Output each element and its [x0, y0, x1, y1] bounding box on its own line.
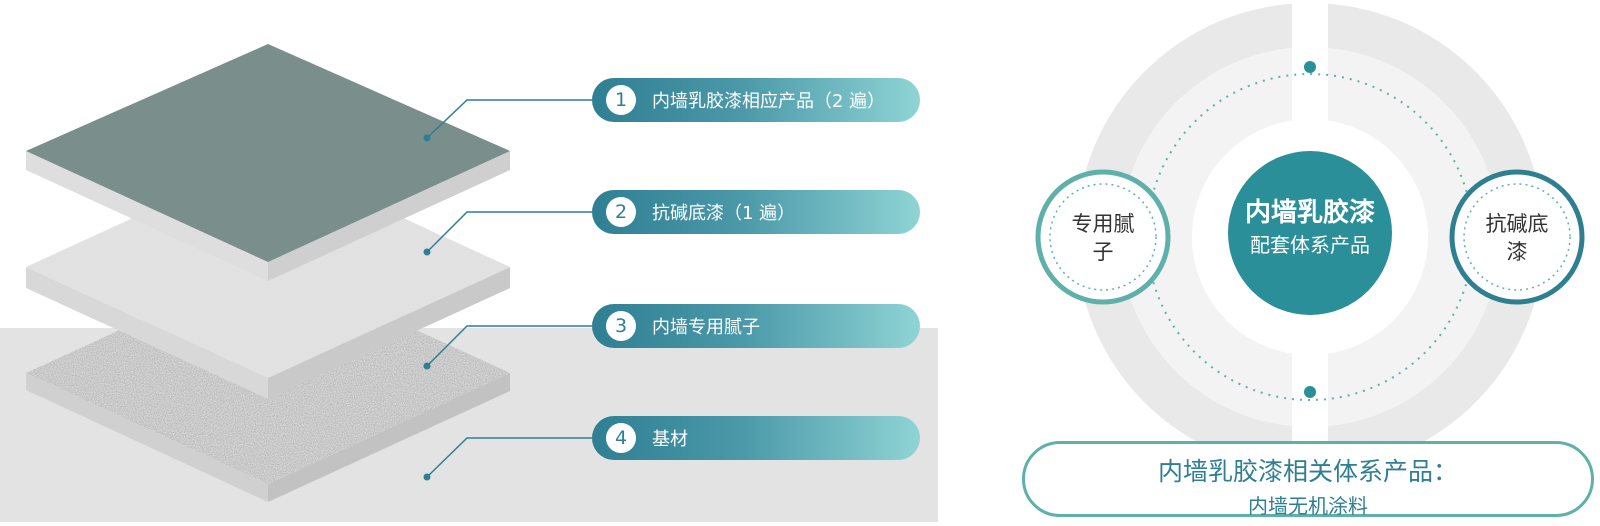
leader-line-4 [426, 437, 592, 478]
layer-pill-4: 4 基材 [592, 416, 920, 460]
slab-topcoat [26, 44, 510, 281]
layer-pill-3: 3 内墙专用腻子 [592, 304, 920, 348]
right-node-inner [1463, 183, 1571, 291]
related-products-item: 内墙无机涂料 [1248, 494, 1368, 518]
layer-pill-2: 2 抗碱底漆（1 遍） [592, 190, 920, 234]
left-node-inner [1049, 183, 1157, 291]
layer-label-1: 内墙乳胶漆相应产品（2 遍） [652, 91, 886, 112]
leader-line-2 [426, 211, 592, 253]
bottom-gap [1292, 345, 1328, 455]
layer-number-3: 3 [606, 311, 636, 341]
leader-dot-1 [423, 134, 431, 142]
related-products-title: 内墙乳胶漆相关体系产品： [1157, 457, 1458, 486]
orbit-dot-top [1304, 61, 1316, 73]
leader-dots [423, 134, 431, 481]
layer-number-2: 2 [606, 197, 636, 227]
leader-lines [426, 99, 592, 478]
layer-label-2: 抗碱底漆（1 遍） [652, 203, 796, 224]
left-node-label: 专用腻子 [1071, 212, 1135, 264]
leader-dot-4 [423, 473, 431, 481]
leader-dot-3 [423, 362, 431, 370]
orbit-dot-bottom [1304, 386, 1316, 398]
layer-pill-1: 1 内墙乳胶漆相应产品（2 遍） [592, 78, 920, 122]
left-node-circle [1035, 169, 1171, 305]
layer-number-1: 1 [606, 85, 636, 115]
leader-line-1 [426, 99, 592, 139]
center-subtitle: 配套体系产品 [1250, 233, 1370, 257]
center-circle [1228, 151, 1392, 315]
layer-number-4: 4 [606, 423, 636, 453]
center-title: 内墙乳胶漆 [1244, 198, 1375, 228]
leader-dot-2 [423, 248, 431, 256]
right-node-label: 抗碱底漆 [1485, 212, 1549, 264]
layer-label-4: 基材 [652, 429, 688, 450]
leader-line-3 [426, 325, 592, 367]
related-products-box: 内墙乳胶漆相关体系产品： 内墙无机涂料 [1022, 441, 1594, 518]
layer-label-3: 内墙专用腻子 [652, 317, 760, 338]
system-diagram [1035, 0, 1585, 471]
right-node-circle [1449, 169, 1585, 305]
